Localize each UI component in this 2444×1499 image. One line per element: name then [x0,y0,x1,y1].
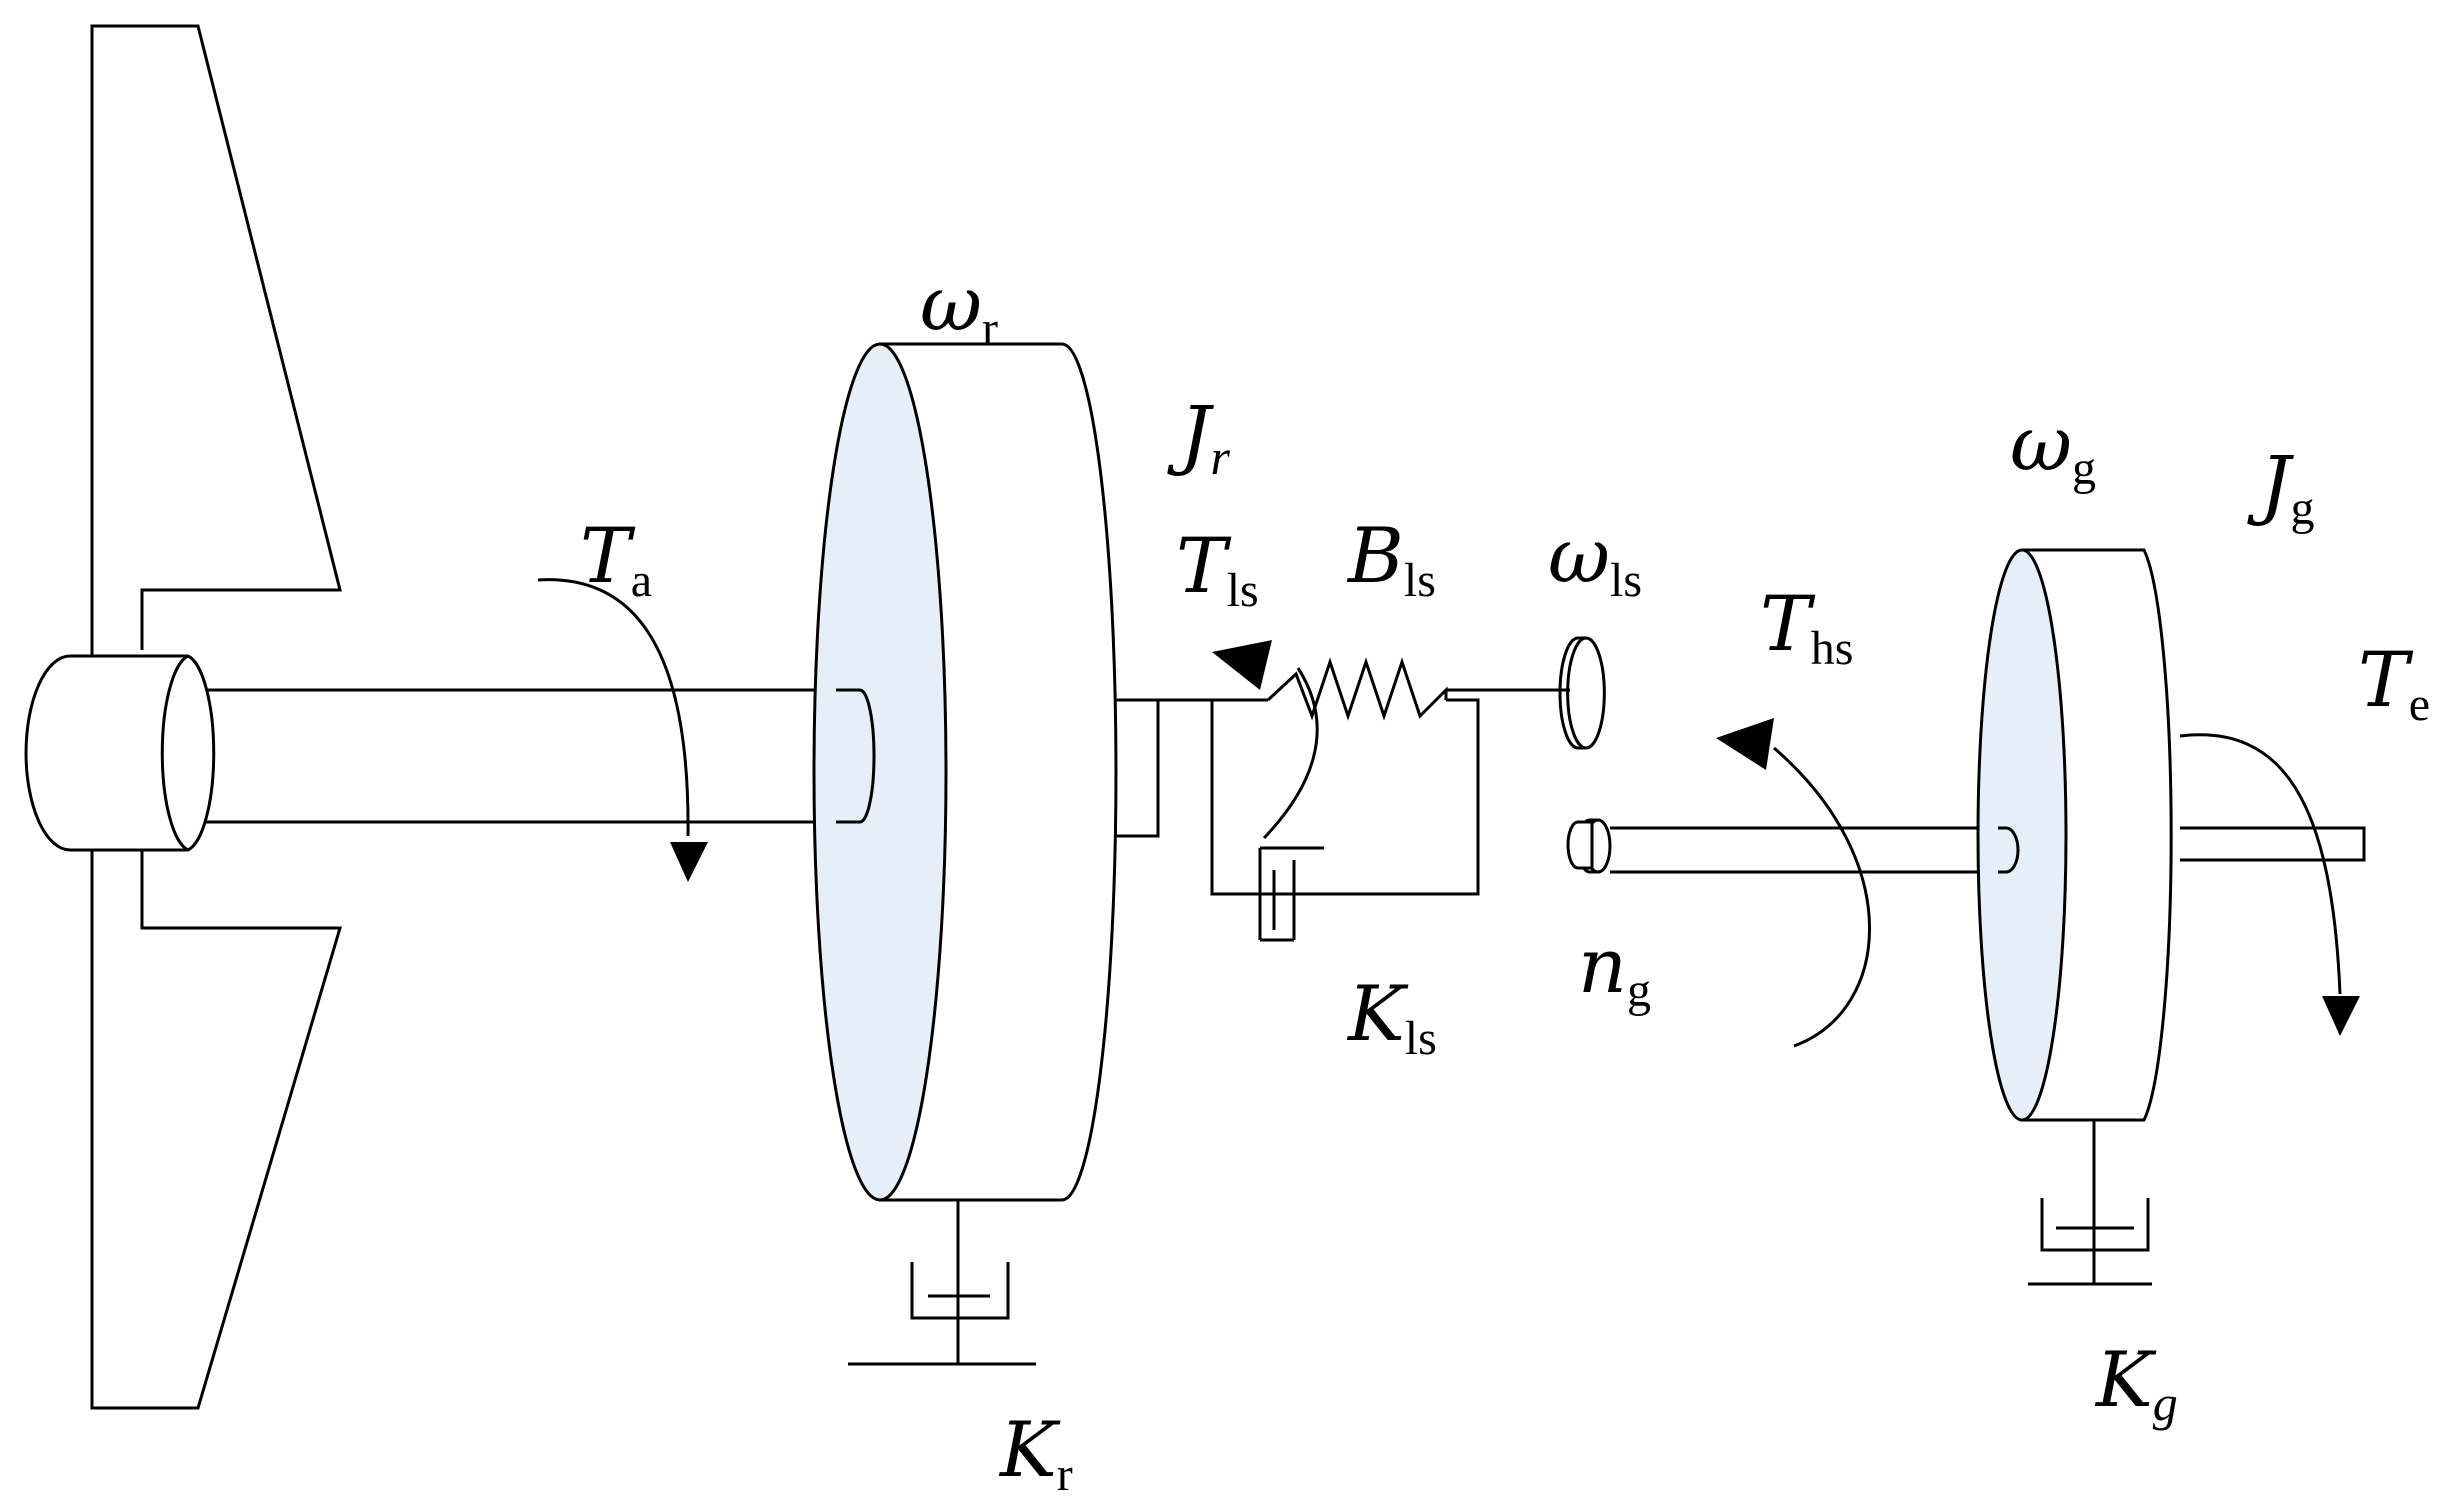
label-J-r: Jr [1167,389,1230,485]
label-T-hs: Ths [1760,579,1853,675]
rotor-shaft-end [836,688,876,824]
rotor-disc-body [878,342,1118,1202]
label-K-ls: Kls [1346,969,1437,1065]
low-speed-shaft-coupling [1116,657,1556,942]
rotor-shaft [150,688,860,824]
generator-ground-damper [2028,1120,2152,1286]
label-J-g: Jg [2247,439,2314,535]
label-omega-g: ωg [2010,399,2096,495]
hub-front-edge [160,654,189,852]
torque-arrow-e-head [2322,996,2360,1036]
rotor-rear-hub [1116,698,1160,838]
label-n-g: ng [1578,921,1651,1017]
torque-arrow-e [2179,733,2342,995]
label-B-ls: Bls [1346,511,1436,607]
hs-shaft-end [1998,826,2020,874]
label-K-r: Kr [998,1405,1073,1499]
label-K-g: Kg [2094,1335,2178,1431]
rotor-blade-upper [90,24,342,658]
high-speed-shaft [1610,826,2020,874]
rotor-hub [24,654,216,852]
rotor-disc-face [812,342,948,1202]
generator-disc-face [1976,548,2068,1122]
rotor-ground-damper [848,1200,1036,1366]
label-T-a: Ta [580,511,652,607]
gear-pair [1556,636,1612,874]
torque-arrow-hs-head [1716,718,1774,770]
torque-arrow-ls [1262,667,1319,840]
label-T-e: Te [2358,635,2430,731]
torque-arrow-ls-head [1212,640,1272,690]
torque-arrow-a-head [670,842,708,882]
generator-output-shaft [2180,826,2366,862]
torque-arrow-hs [1773,746,1871,1048]
label-omega-r: ωr [920,259,998,355]
label-omega-ls: ωls [1548,511,1642,607]
spring-ls [1266,657,1448,721]
torque-arrow-a [537,578,690,837]
rotor-blade-lower [90,850,343,1410]
label-T-ls: Tls [1176,521,1259,617]
